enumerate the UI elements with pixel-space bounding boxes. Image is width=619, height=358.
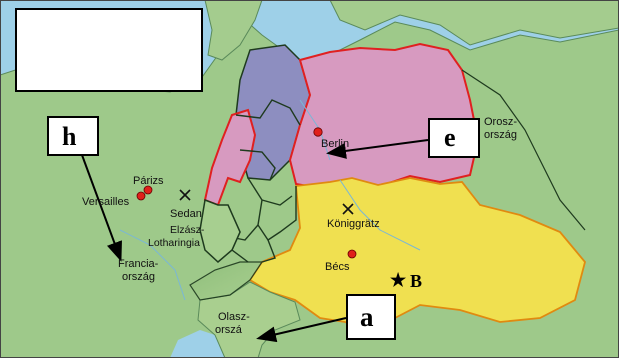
place-koniggratz: Königgrätz — [327, 218, 380, 230]
scandinavia-land — [329, 0, 619, 46]
label-box-e[interactable]: e — [428, 118, 480, 158]
prussia-west — [203, 108, 257, 207]
star-icon: ★ — [390, 270, 407, 290]
label-box-h[interactable]: h — [47, 116, 99, 156]
city-dot-icon-becs — [347, 249, 357, 259]
label-e: e — [444, 123, 456, 152]
city-dot-icon-versailles — [136, 191, 146, 201]
arrow-icon-e — [326, 139, 429, 159]
city-dot-icon-parizs — [143, 185, 153, 195]
austria-hungary — [248, 177, 586, 331]
prussia — [288, 42, 480, 190]
label-h: h — [62, 122, 77, 151]
place-elzasz-2: Lotharingia — [148, 237, 200, 249]
place-orosz-2: ország — [484, 129, 518, 141]
label-a: a — [360, 302, 374, 332]
place-berlin: Berlin — [321, 138, 350, 150]
russia-border — [461, 69, 586, 231]
alsace-lorraine — [199, 198, 241, 264]
place-sedan: Sedan — [170, 208, 202, 220]
place-elzasz-1: Elzász- — [170, 224, 205, 236]
place-olasz-2: orszá — [215, 324, 242, 336]
arrow-icon-h — [81, 154, 122, 262]
label-box-a[interactable]: a — [346, 294, 396, 340]
place-francia-1: Francia- — [118, 258, 159, 270]
place-becs: Bécs — [325, 261, 350, 273]
place-versailles: Versailles — [82, 196, 130, 208]
north-states — [235, 44, 311, 181]
place-francia-2: ország — [122, 271, 156, 283]
place-orosz-1: Orosz- — [484, 116, 517, 128]
label-b: B — [410, 271, 423, 291]
battle-cross-icon-sedan — [179, 189, 191, 201]
battle-cross-icon-koniggratz — [342, 203, 354, 215]
place-olasz-1: Olasz- — [218, 311, 250, 323]
arrow-icon-a — [256, 317, 347, 343]
alps-relief — [189, 261, 264, 301]
britain-land — [204, 0, 263, 61]
title-box[interactable] — [15, 8, 203, 92]
place-parizs: Párizs — [133, 175, 164, 187]
city-dot-icon-berlin — [313, 127, 323, 137]
